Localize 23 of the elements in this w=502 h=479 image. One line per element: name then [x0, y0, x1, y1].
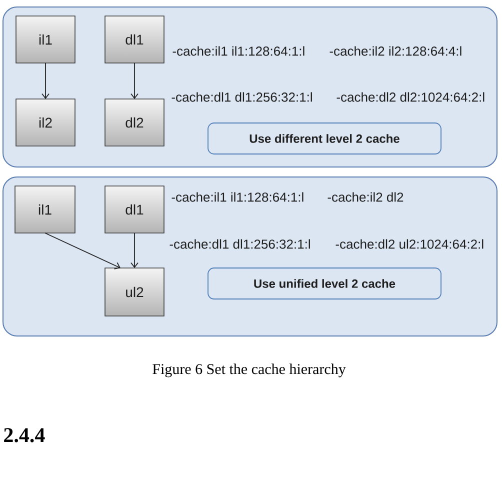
arrow [42, 62, 50, 99]
cache-box: dl2 [104, 98, 164, 146]
cache-box: il1 [16, 16, 76, 64]
section-heading: 2.4.4 [4, 428, 45, 442]
arrow [130, 232, 138, 268]
command-text: -cache:il2 il2:128:64:4:l [330, 46, 462, 56]
arrow [44, 232, 120, 270]
command-text: -cache:il2 dl2 [328, 192, 404, 202]
cache-box: il1 [14, 186, 76, 234]
cache-box: dl1 [104, 186, 164, 234]
command-text: -cache:dl1 dl1:256:32:1:l [170, 239, 310, 249]
arrow [130, 62, 138, 99]
cache-box: dl1 [104, 16, 164, 64]
command-text: -cache:dl2 ul2:1024:64:2:l [336, 239, 484, 249]
note-box: Use different level 2 cache [208, 122, 442, 154]
command-text: -cache:il1 il1:128:64:1:l [172, 46, 304, 56]
cache-box: ul2 [104, 268, 164, 316]
command-text: -cache:dl1 dl1:256:32:1:l [172, 92, 312, 102]
command-text: -cache:dl2 dl2:1024:64:2:l [336, 92, 484, 102]
command-text: -cache:il1 il1:128:64:1:l [172, 192, 304, 202]
note-box: Use unified level 2 cache [208, 268, 442, 300]
caption: Figure 6 Set the cache hierarchy [152, 364, 346, 378]
cache-box: il2 [16, 98, 76, 146]
